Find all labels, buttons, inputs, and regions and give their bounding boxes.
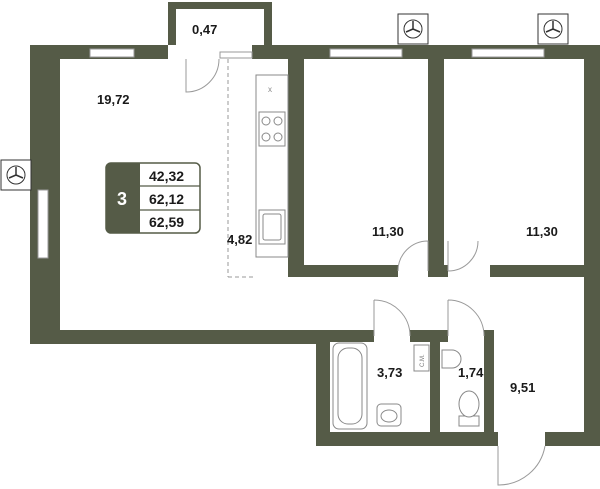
window-icon bbox=[219, 51, 253, 59]
room-area-hall: 9,51 bbox=[510, 380, 535, 395]
sink-icon bbox=[258, 209, 286, 245]
toilet-icon bbox=[458, 390, 480, 427]
room-area-bedroom-1: 11,30 bbox=[372, 224, 404, 239]
window-icon bbox=[329, 48, 403, 58]
doors bbox=[185, 58, 546, 486]
window-icon bbox=[37, 189, 49, 259]
room-labels: 0,47 19,72 4,82 11,30 11,30 3,73 1,74 9,… bbox=[97, 22, 558, 395]
window-icon bbox=[89, 48, 135, 58]
hood-label: x bbox=[268, 85, 272, 94]
room-area-wc: 1,74 bbox=[458, 365, 484, 380]
area-full: 62,59 bbox=[149, 214, 184, 230]
room-count: 3 bbox=[117, 189, 127, 209]
sink-icon bbox=[441, 349, 462, 369]
windows bbox=[37, 48, 545, 259]
washer-icon: С.М. bbox=[413, 344, 430, 372]
room-area-bathroom: 3,73 bbox=[377, 365, 402, 380]
area-total: 62,12 bbox=[149, 191, 184, 207]
area-living: 42,32 bbox=[149, 168, 184, 184]
room-area-bedroom-2: 11,30 bbox=[526, 224, 558, 239]
area-badge: 3 42,32 62,12 62,59 bbox=[105, 162, 201, 234]
ac-fan-icon bbox=[537, 13, 569, 45]
washer-label: С.М. bbox=[420, 354, 426, 367]
ac-fan-icon bbox=[397, 13, 429, 45]
sink-icon bbox=[376, 403, 402, 427]
kitchen-counter: x bbox=[255, 74, 289, 258]
partitions bbox=[60, 59, 584, 432]
bathtub-icon bbox=[332, 342, 368, 430]
stove-icon bbox=[258, 111, 286, 147]
room-area-balcony: 0,47 bbox=[192, 22, 217, 37]
window-icon bbox=[471, 48, 545, 58]
ac-fan-icon bbox=[0, 159, 32, 191]
balcony bbox=[168, 2, 272, 59]
room-area-kitchen: 4,82 bbox=[227, 232, 252, 247]
room-area-living: 19,72 bbox=[97, 92, 130, 107]
